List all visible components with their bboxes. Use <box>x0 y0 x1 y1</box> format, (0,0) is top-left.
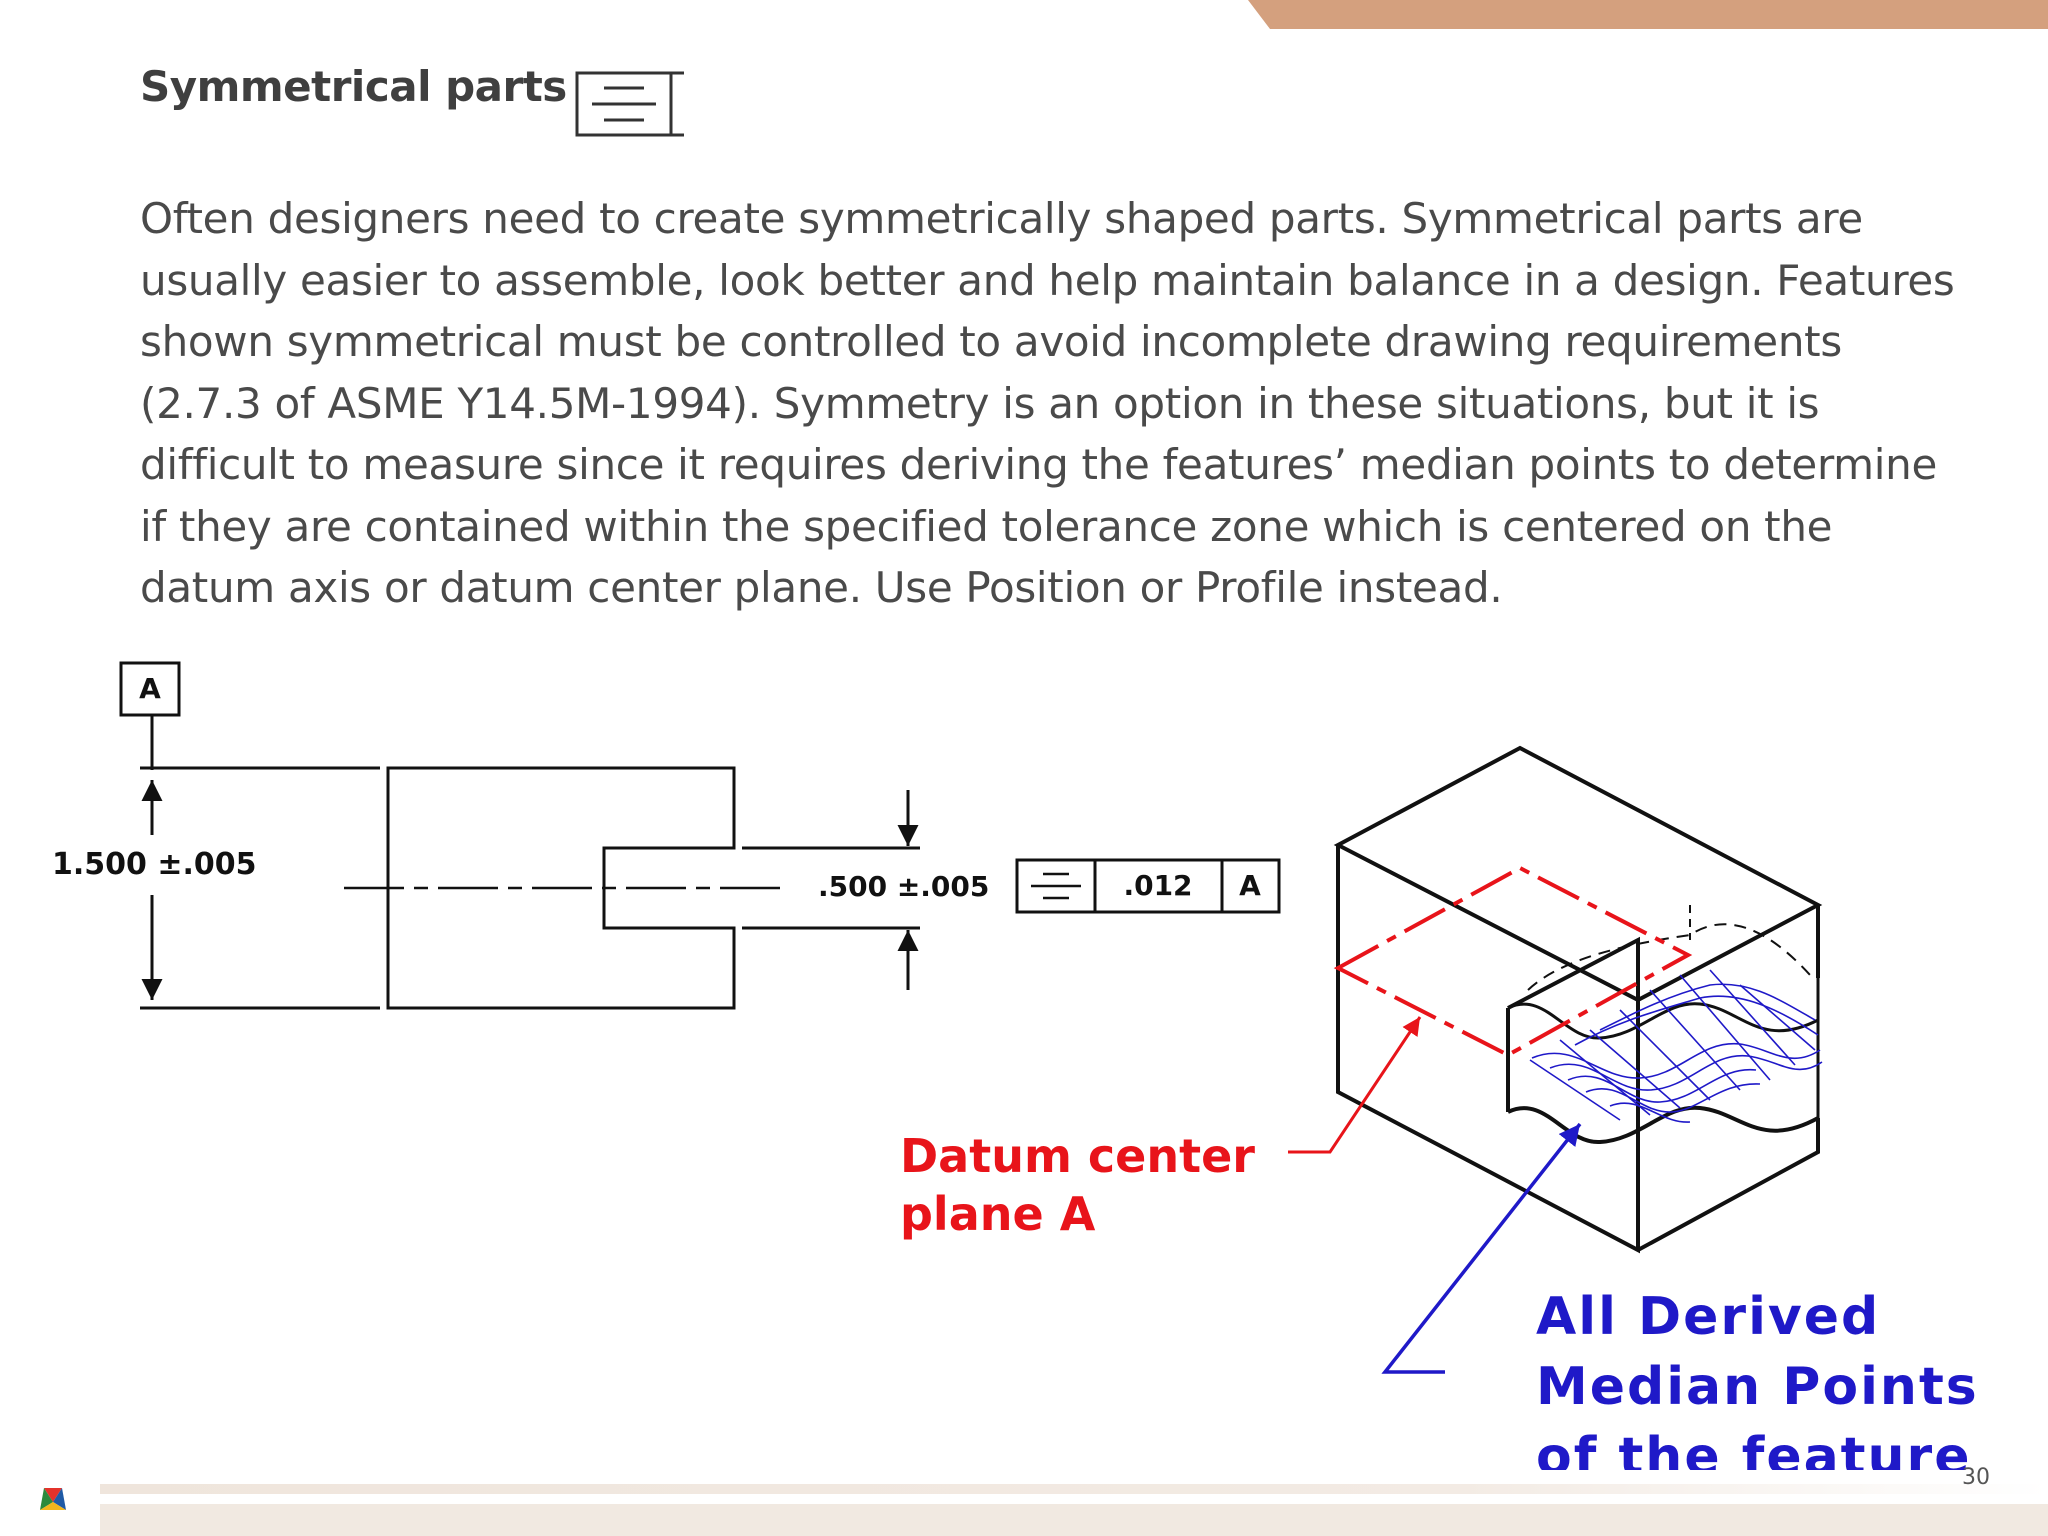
datum-feature-symbol: A <box>119 661 181 770</box>
datum-plane-callout-line1: Datum center <box>900 1129 1255 1183</box>
isometric-view <box>1333 745 1823 1254</box>
symmetry-symbol-icon <box>1031 872 1081 900</box>
orthographic-view: A 1.500 ±.005 .500 ±. <box>52 661 1281 1010</box>
symmetry-figure: A 1.500 ±.005 .500 ±. <box>52 661 1979 1470</box>
top-accent-band <box>1248 0 2048 29</box>
outer-dimension-label: 1.500 ±.005 <box>52 847 257 882</box>
fcf-tolerance: .012 <box>1123 869 1192 902</box>
bottom-accent-band <box>40 1484 2048 1536</box>
slot-dimension-label: .500 ±.005 <box>818 870 989 903</box>
body-paragraph: Often designers need to create symmetric… <box>140 194 1955 612</box>
slot-dimension: .500 ±.005 <box>818 790 989 990</box>
datum-label: A <box>139 672 161 705</box>
median-points-callout-line3: of the feature <box>1536 1427 1971 1470</box>
median-points-callout-line2: Median Points <box>1536 1357 1979 1417</box>
slide-title: Symmetrical parts <box>140 62 567 111</box>
fcf-datum: A <box>1239 869 1261 902</box>
feature-control-frame: .012 A <box>1015 858 1281 914</box>
page-number: 30 <box>1962 1465 1990 1490</box>
datum-plane-callout-line2: plane A <box>900 1187 1096 1241</box>
median-points-callout-line1: All Derived <box>1536 1287 1880 1347</box>
median-points-mesh <box>1529 969 1823 1123</box>
outer-dimension: 1.500 ±.005 <box>52 780 257 1000</box>
symmetry-symbol-icon <box>575 71 684 137</box>
logo-icon <box>40 1488 66 1510</box>
